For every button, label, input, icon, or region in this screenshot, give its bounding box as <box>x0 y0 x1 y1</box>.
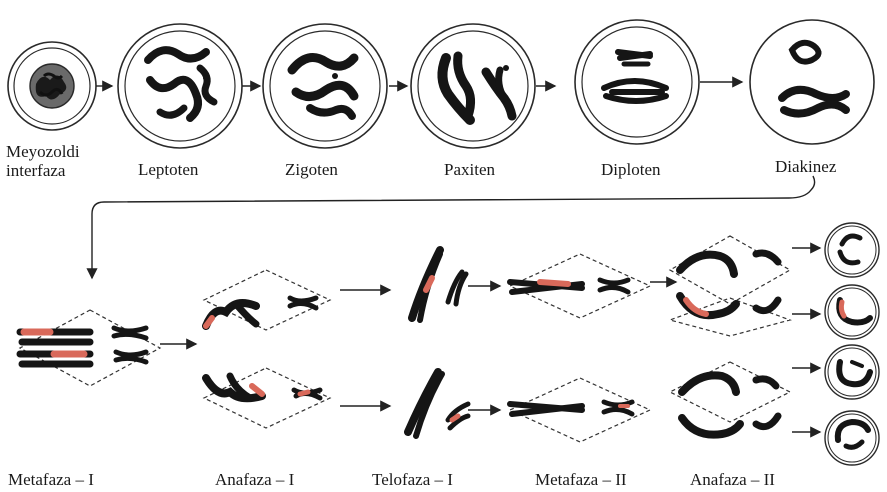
gamete-cell-2 <box>825 285 879 339</box>
label-meyozoldi-line2: interfaza <box>6 161 65 180</box>
label-diakinez: Diakinez <box>775 157 836 176</box>
cell-metafaza-2 <box>510 254 650 442</box>
cell-anafaza-1 <box>204 270 330 428</box>
label-diploten: Diploten <box>601 160 661 179</box>
cell-zigoten <box>263 24 387 148</box>
connector-arrow <box>92 176 815 278</box>
gamete-cell-1 <box>825 223 879 277</box>
cell-leptoten <box>118 24 242 148</box>
cell-telofaza-1 <box>408 250 468 436</box>
label-meyozoldi-interfaza: Meyozoldi interfaza <box>6 142 96 180</box>
label-zigoten: Zigoten <box>285 160 338 179</box>
label-telofaza-1: Telofaza – I <box>372 470 453 489</box>
cell-anafaza-2 <box>670 236 790 435</box>
label-metafaza-1: Metafaza – I <box>8 470 94 489</box>
cell-meyozoldi-interfaza <box>8 42 96 130</box>
label-leptoten: Leptoten <box>138 160 198 179</box>
cell-diploten <box>575 20 699 144</box>
label-paxiten: Paxiten <box>444 160 495 179</box>
label-anafaza-1: Anafaza – I <box>215 470 294 489</box>
label-meyozoldi-line1: Meyozoldi <box>6 142 80 161</box>
gamete-cell-3 <box>825 345 879 399</box>
cell-metafaza-1 <box>20 310 160 386</box>
label-anafaza-2: Anafaza – II <box>690 470 775 489</box>
label-metafaza-2: Metafaza – II <box>535 470 627 489</box>
cell-paxiten <box>411 24 535 148</box>
cell-diakinez <box>750 20 874 144</box>
gamete-cell-4 <box>825 411 879 465</box>
